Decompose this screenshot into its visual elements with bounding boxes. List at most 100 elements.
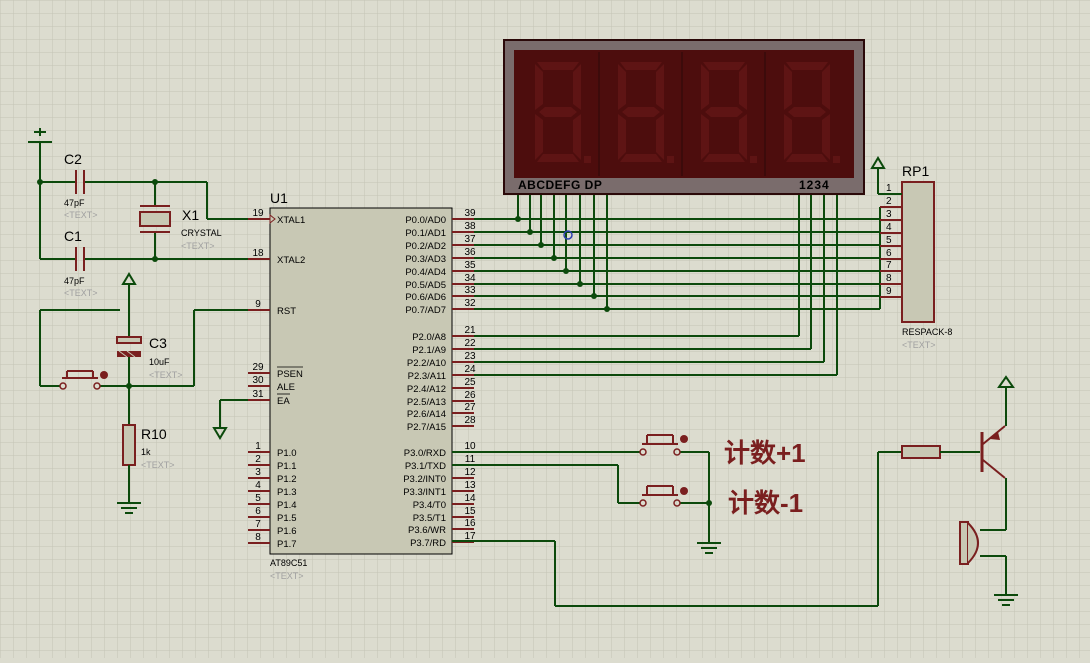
pin-label: P0.0/AD0 xyxy=(405,215,446,226)
base-resistor[interactable] xyxy=(901,445,941,459)
crystal-x1[interactable]: X1 CRYSTAL <TEXT> xyxy=(139,182,222,259)
capacitor-c2[interactable]: C2 47pF <TEXT> xyxy=(64,151,98,220)
x1-value: CRYSTAL xyxy=(181,228,222,238)
buzzer[interactable] xyxy=(959,521,979,565)
rp1-pin[interactable]: 2 xyxy=(880,196,902,208)
resistor-r10[interactable]: R10 1k <TEXT> xyxy=(122,424,175,470)
mcu-pin-left[interactable]: 6P1.5 xyxy=(248,506,297,524)
mcu-pin-left[interactable]: 5P1.4 xyxy=(248,493,297,511)
clock-marker xyxy=(269,213,276,225)
r10-text: <TEXT> xyxy=(141,460,175,470)
transistor[interactable] xyxy=(980,425,1006,479)
mcu-pin-left[interactable]: 7P1.6 xyxy=(248,519,297,537)
mcu-pin-left[interactable]: 4P1.3 xyxy=(248,480,297,498)
pin-number: 8 xyxy=(255,532,261,543)
mcu-pin-left[interactable]: 8P1.7 xyxy=(248,532,297,550)
rp1-pin[interactable]: 9 xyxy=(880,286,902,298)
c2-ref: C2 xyxy=(64,151,82,167)
pin-number: 25 xyxy=(464,377,476,388)
pin-label: PSEN xyxy=(277,369,303,380)
rp1-pin[interactable]: 8 xyxy=(880,273,902,285)
seven-segment-display[interactable]: ABCDEFG DP 1234 xyxy=(503,39,865,195)
mcu-pin-left[interactable]: 1P1.0 xyxy=(248,441,297,459)
capacitor-c1[interactable]: C1 47pF <TEXT> xyxy=(64,228,98,298)
bus-wires xyxy=(474,194,902,376)
pin-number: 5 xyxy=(255,493,261,504)
pin-number: 17 xyxy=(464,531,476,542)
power-arrow-rp1 xyxy=(870,156,902,195)
pin-number: 21 xyxy=(464,325,476,336)
pin-number: 38 xyxy=(464,221,476,232)
rp1-pin[interactable]: 7 xyxy=(880,260,902,272)
increment-label: 计数+1 xyxy=(724,438,806,468)
mcu-u1[interactable]: U1 AT89C51 <TEXT> 19XTAL118XTAL29RST29PS… xyxy=(248,190,476,581)
mcu-pin-left[interactable]: 2P1.1 xyxy=(248,454,297,472)
rp1-pin[interactable]: 6 xyxy=(880,248,902,260)
pin-number: 35 xyxy=(464,260,476,271)
pin-label: P3.5/T1 xyxy=(413,513,446,524)
display-digits xyxy=(535,52,840,176)
c3-text: <TEXT> xyxy=(149,370,183,380)
digit xyxy=(618,62,674,163)
c3-ref: C3 xyxy=(149,335,167,351)
rp1-pin[interactable]: 5 xyxy=(880,235,902,247)
reset-button[interactable] xyxy=(59,370,108,390)
pin-number: 26 xyxy=(464,390,476,401)
pin-number: 11 xyxy=(465,454,476,465)
rp1-pin[interactable]: 4 xyxy=(880,222,902,234)
pin-label: P0.2/AD2 xyxy=(405,241,446,252)
pin-number: 14 xyxy=(464,493,476,504)
pin-number: 15 xyxy=(464,506,476,517)
clock-circuit: C2 47pF <TEXT> C1 47pF <TEXT> X1 CRYSTAL… xyxy=(28,128,248,298)
pin-label: XTAL2 xyxy=(277,255,305,266)
c3-value: 10uF xyxy=(149,357,170,367)
decrement-button[interactable] xyxy=(639,485,688,507)
capacitor-c3[interactable]: C3 10uF <TEXT> xyxy=(116,335,183,380)
probe-marker xyxy=(563,230,573,240)
increment-button[interactable] xyxy=(639,434,688,456)
c2-value: 47pF xyxy=(64,198,85,208)
c1-value: 47pF xyxy=(64,276,85,286)
p2-wire xyxy=(474,194,838,376)
pin-number: 4 xyxy=(255,480,261,491)
p2-wire xyxy=(474,194,812,350)
mcu-pin-left[interactable]: 3P1.2 xyxy=(248,467,297,485)
rp1-pin[interactable]: 3 xyxy=(880,209,902,221)
c1-text: <TEXT> xyxy=(64,288,98,298)
pin-label: P3.4/T0 xyxy=(413,500,446,511)
pin-label: P0.3/AD3 xyxy=(405,254,446,265)
decrement-label: 计数-1 xyxy=(728,488,803,518)
pin-label: P2.2/A10 xyxy=(407,358,446,369)
pin-label: P1.1 xyxy=(277,461,297,472)
